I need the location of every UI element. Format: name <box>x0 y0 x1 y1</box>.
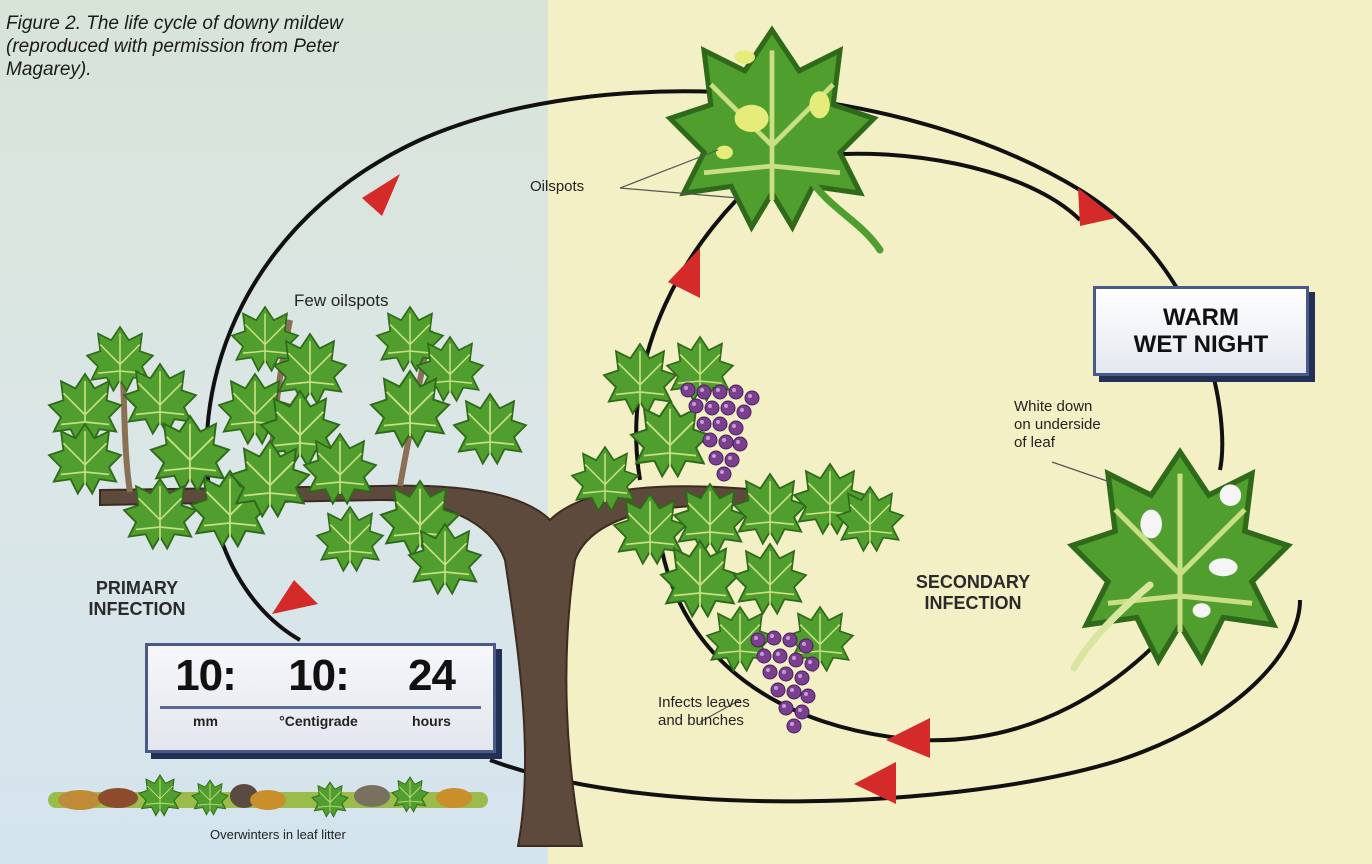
temperature-value: 10: <box>261 650 376 702</box>
left-canopy <box>49 307 526 594</box>
white-down-label: White down on underside of leaf <box>1014 398 1104 452</box>
rainfall-condition: 10: mm <box>148 650 263 730</box>
duration-unit: hours <box>374 712 489 730</box>
oilspot-leaf <box>670 30 874 227</box>
warm-label: WARM <box>1163 304 1239 331</box>
primary-infection-label: PRIMARY INFECTION <box>62 578 212 620</box>
cycle-arrow-2 <box>1078 188 1116 226</box>
cycle-arrow-1 <box>362 174 400 216</box>
cycle-arrow-4 <box>272 580 318 614</box>
temperature-condition: 10: °Centigrade <box>261 650 376 730</box>
wet-night-label: WET NIGHT <box>1134 331 1269 358</box>
duration-condition: 24 hours <box>374 650 489 730</box>
duration-value: 24 <box>374 650 489 702</box>
warm-wet-night-box: WARM WET NIGHT <box>1093 286 1309 376</box>
rainfall-unit: mm <box>148 712 263 730</box>
few-oilspots-label: Few oilspots <box>294 292 388 310</box>
infects-label: Infects leaves and bunches <box>658 694 758 730</box>
oilspots-label: Oilspots <box>530 178 584 196</box>
figure-caption: Figure 2. The life cycle of downy mildew… <box>6 12 426 81</box>
overwinters-label: Overwinters in leaf litter <box>210 826 346 844</box>
leaf-litter <box>48 775 488 817</box>
rainfall-value: 10: <box>148 650 263 702</box>
temperature-unit: °Centigrade <box>261 712 376 730</box>
secondary-infection-label: SECONDARY INFECTION <box>898 572 1048 614</box>
infection-conditions-box: 10: mm 10: °Centigrade 24 hours <box>145 643 496 753</box>
white-down-leader <box>1052 462 1110 482</box>
cycle-arrow-5 <box>886 718 930 758</box>
